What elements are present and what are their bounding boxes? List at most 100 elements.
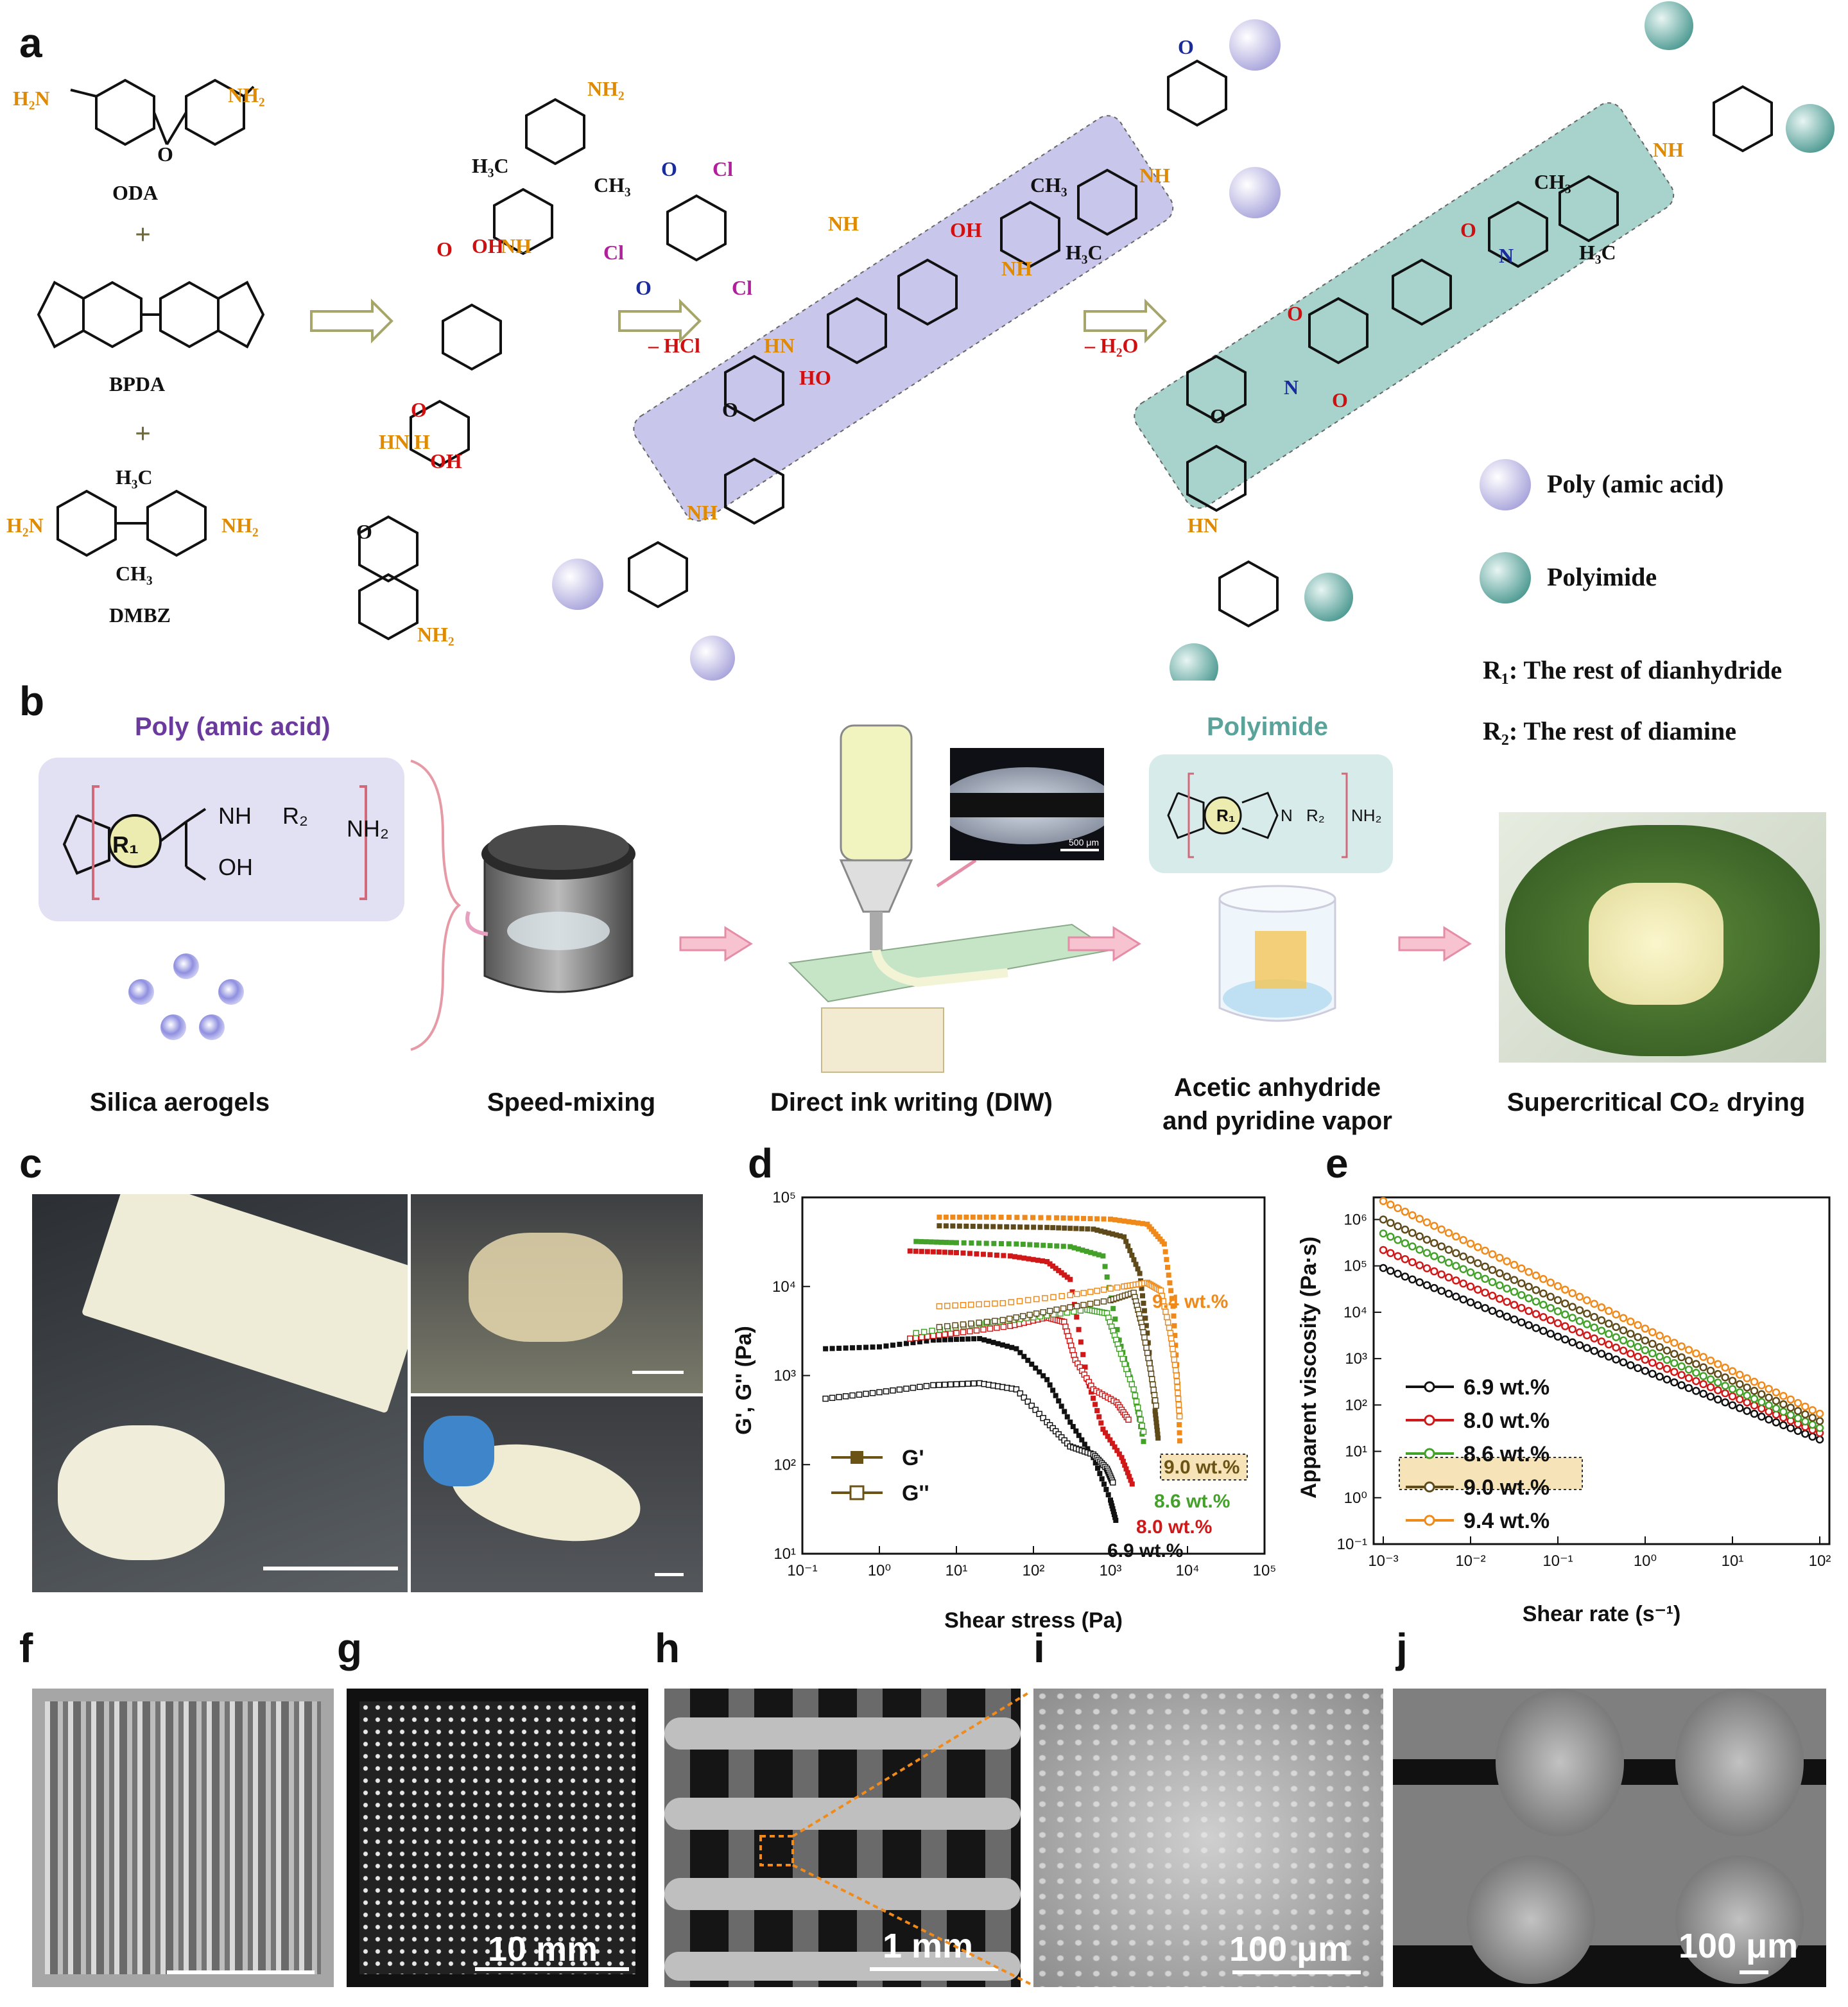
e-point <box>1714 1386 1722 1394</box>
d-point-gprime <box>1143 1316 1148 1321</box>
d-point-gprime <box>1017 1255 1023 1260</box>
d-point-gprime <box>1153 1420 1159 1425</box>
e-point <box>1415 1232 1424 1240</box>
e-point <box>1575 1306 1584 1314</box>
e-point <box>1743 1383 1751 1392</box>
d-point-gprime <box>1009 1344 1015 1350</box>
d-point-gprime <box>983 1224 989 1229</box>
e-point <box>1437 1255 1446 1264</box>
d-point-gprime <box>1118 1233 1123 1239</box>
e-ytick-label: 10² <box>1345 1396 1367 1414</box>
d-point-gprime <box>1076 1246 1082 1252</box>
d-point-gdoubleprime <box>987 1325 994 1332</box>
e-point <box>1779 1400 1788 1409</box>
d-point-gprime <box>1022 1215 1028 1221</box>
tmc-cl-left: Cl <box>603 241 624 264</box>
e-point <box>1524 1321 1533 1330</box>
d-point-gdoubleprime <box>994 1325 1000 1331</box>
e-point <box>1379 1246 1388 1255</box>
band1-ho: HO <box>799 366 831 389</box>
e-point <box>1612 1333 1620 1341</box>
d-point-gprime <box>1071 1245 1077 1251</box>
e-point <box>1401 1225 1410 1234</box>
d-point-gdoubleprime <box>1176 1407 1182 1414</box>
e-point <box>1648 1328 1657 1337</box>
e-point <box>1670 1368 1679 1377</box>
d-point-gprime <box>1014 1346 1019 1351</box>
pi-r2: R₂ <box>1306 806 1325 825</box>
e-point <box>1583 1320 1591 1328</box>
arrow-3 <box>1084 299 1167 343</box>
e-point <box>1561 1322 1569 1330</box>
e-point <box>1415 1215 1424 1223</box>
paa-band <box>633 115 1174 522</box>
d-point-gprime <box>1041 1373 1046 1378</box>
e-point <box>1488 1307 1497 1316</box>
e-point <box>1612 1310 1620 1319</box>
d-point-gprime <box>1122 1463 1128 1468</box>
d-point-gprime <box>1033 1365 1039 1371</box>
e-point <box>1422 1281 1431 1289</box>
d-point-gprime <box>970 1214 976 1220</box>
e-point <box>1408 1258 1417 1267</box>
d-point-gprime <box>1067 1276 1073 1282</box>
d-point-gdoubleprime <box>1040 1414 1046 1421</box>
d-point-gprime <box>1140 1221 1146 1226</box>
d-point-gprime <box>1166 1273 1171 1278</box>
d-point-gprime <box>954 1337 959 1342</box>
e-point <box>1721 1389 1729 1398</box>
d-point-gprime <box>1110 1306 1116 1312</box>
band1-o-end: O <box>1178 35 1194 58</box>
d-point-gprime <box>1091 1395 1096 1401</box>
d-point-gdoubleprime <box>1028 1402 1035 1409</box>
e-ytick-label: 10⁶ <box>1343 1211 1367 1228</box>
e-point <box>1394 1236 1402 1244</box>
d-point-gdoubleprime <box>1164 1314 1170 1321</box>
e-point <box>1474 1243 1482 1251</box>
label-9-4: 9.4 wt.% <box>1152 1291 1228 1312</box>
e-point <box>1510 1276 1519 1284</box>
band2-h3c: H₃C <box>1579 241 1616 264</box>
sem-g: 10 mm <box>347 1689 648 1987</box>
e-point <box>1641 1346 1650 1355</box>
d-point-gdoubleprime <box>1127 1376 1134 1382</box>
d-point-gprime <box>944 1240 949 1246</box>
e-point <box>1459 1252 1467 1261</box>
e-point <box>1474 1271 1482 1280</box>
d-point-gprime <box>956 1214 962 1220</box>
d-point-gprime <box>1170 1303 1176 1309</box>
scale-g: 10 mm <box>488 1930 598 1968</box>
e-point <box>1539 1274 1548 1283</box>
e-point <box>1532 1324 1541 1332</box>
band2-n-2: N <box>1284 376 1299 399</box>
e-point <box>1597 1316 1606 1325</box>
d-point-gdoubleprime <box>896 1386 903 1393</box>
d-point-gdoubleprime <box>983 1319 990 1325</box>
e-point <box>1590 1299 1598 1308</box>
tmc-o-left: O <box>635 276 652 299</box>
paa-r2: R₂ <box>282 803 308 829</box>
e-point <box>1553 1296 1562 1305</box>
paa-nh: NH <box>501 234 531 257</box>
d-point-gprime <box>1054 1243 1060 1249</box>
d-point-gprime <box>1070 1423 1076 1429</box>
e-point <box>1401 1239 1410 1247</box>
d-point-gprime <box>937 1223 942 1229</box>
e-point <box>1401 1273 1410 1281</box>
e-point <box>1422 1235 1431 1244</box>
d-point-gdoubleprime <box>1139 1324 1146 1330</box>
d-point-gdoubleprime <box>1024 1297 1032 1303</box>
e-point <box>1394 1252 1402 1260</box>
d-point-gdoubleprime <box>1046 1308 1053 1314</box>
e-legend-label: 9.4 wt.% <box>1464 1509 1550 1533</box>
d-point-gdoubleprime <box>1116 1345 1123 1352</box>
d-point-gdoubleprime <box>973 1327 980 1334</box>
d-point-gdoubleprime <box>1073 1290 1080 1298</box>
d-point-gdoubleprime <box>1173 1372 1180 1379</box>
e-point <box>1575 1328 1584 1337</box>
d-point-gdoubleprime <box>1040 1309 1046 1316</box>
d-point-gprime <box>942 1337 947 1342</box>
e-point <box>1736 1395 1744 1403</box>
d-point-gprime <box>1155 1431 1161 1437</box>
d-point-gprime <box>1139 1285 1144 1291</box>
